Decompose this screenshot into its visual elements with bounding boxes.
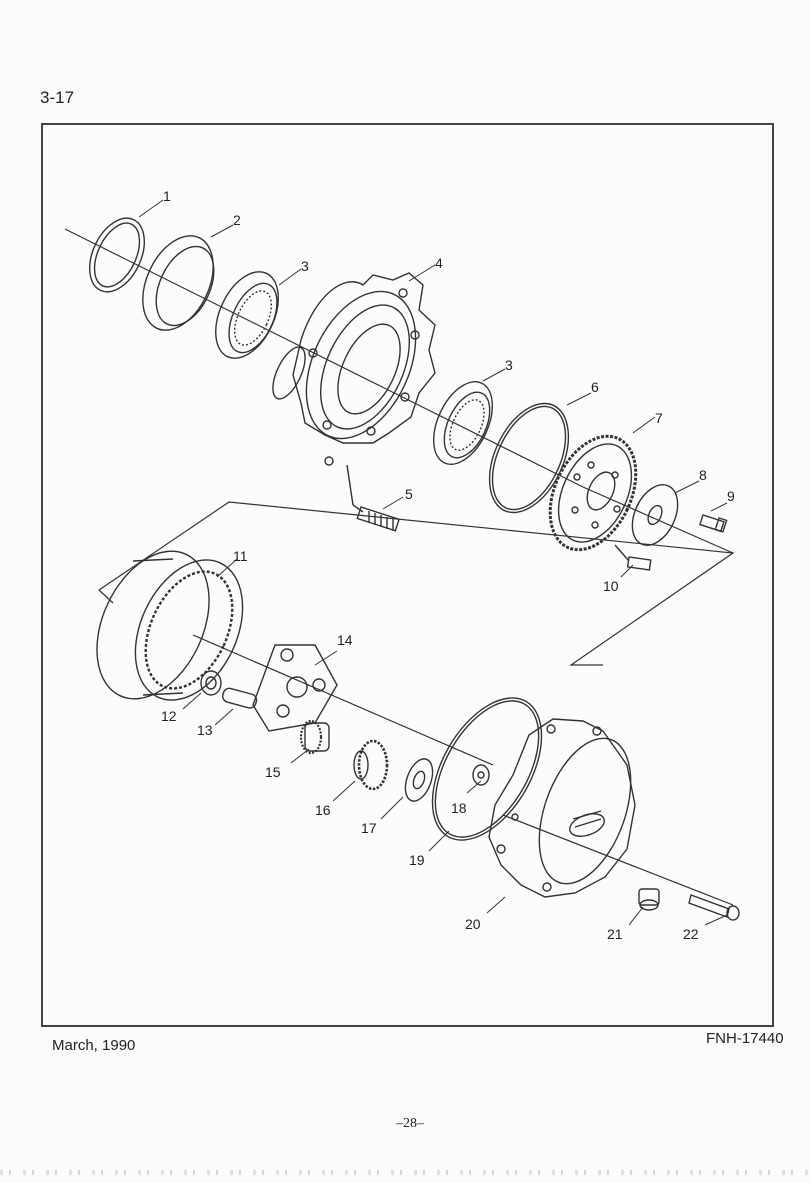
callout-8: 8 — [699, 467, 707, 483]
part-11-internal-gear — [96, 550, 244, 701]
callout-2: 2 — [233, 212, 241, 228]
part-9-bolt — [699, 514, 728, 533]
callout-14: 14 — [337, 632, 353, 648]
callout-21: 21 — [607, 926, 623, 942]
part-7-ring-gear — [548, 434, 638, 552]
part-16-sun-gear — [353, 739, 389, 791]
callout-5: 5 — [405, 486, 413, 502]
callout-20: 20 — [465, 916, 481, 932]
callout-7: 7 — [655, 410, 663, 426]
section-code: 3-17 — [40, 88, 75, 107]
part-22-bolt — [688, 894, 740, 921]
callout-11: 11 — [233, 548, 248, 564]
callout-19: 19 — [409, 852, 425, 868]
part-17-thrust-washer — [404, 758, 434, 802]
callout-10: 10 — [603, 578, 619, 594]
part-1-retainer-ring — [89, 217, 145, 293]
callout-1: 1 — [163, 188, 171, 204]
part-19-o-ring — [431, 697, 543, 841]
page-folio: –28– — [396, 1116, 424, 1131]
part-15-pinion — [299, 719, 330, 755]
part-8-lock-plate — [582, 484, 734, 554]
callout-15: 15 — [265, 764, 281, 780]
part-5-stud — [346, 464, 400, 532]
callout-3: 3 — [301, 258, 309, 274]
callout-6: 6 — [591, 379, 599, 395]
document-number: FNH-17440 — [706, 1030, 784, 1047]
exploded-parts-diagram: 1 2 3 4 3 5 6 7 8 9 10 11 12 13 14 15 16… — [64, 188, 740, 942]
issue-date: March, 1990 — [52, 1037, 136, 1054]
callout-9: 9 — [727, 488, 735, 504]
part-14-carrier-plate — [252, 644, 338, 732]
part-2-seal — [142, 235, 215, 331]
part-20-hub-cover — [488, 718, 636, 898]
part-12-washer — [200, 670, 222, 696]
part-3b-bearing — [432, 381, 494, 465]
callout-4: 4 — [435, 255, 443, 271]
callout-22: 22 — [683, 926, 699, 942]
part-18-stop — [472, 764, 490, 786]
scan-artifact — [0, 1170, 810, 1175]
part-13-pin — [222, 687, 258, 709]
callout-18: 18 — [451, 800, 467, 816]
part-21-plug — [638, 888, 660, 911]
part-10-screw — [614, 544, 652, 571]
callout-17: 17 — [361, 820, 377, 836]
part-3-bearing — [215, 271, 279, 359]
callout-3b: 3 — [505, 357, 513, 373]
exploded-diagram-frame: 1 2 3 4 3 5 6 7 8 9 10 11 12 13 14 15 16… — [41, 123, 774, 1027]
part-4-spindle-hub — [272, 272, 436, 466]
callout-12: 12 — [161, 708, 177, 724]
callout-16: 16 — [315, 802, 331, 818]
callout-13: 13 — [197, 722, 213, 738]
